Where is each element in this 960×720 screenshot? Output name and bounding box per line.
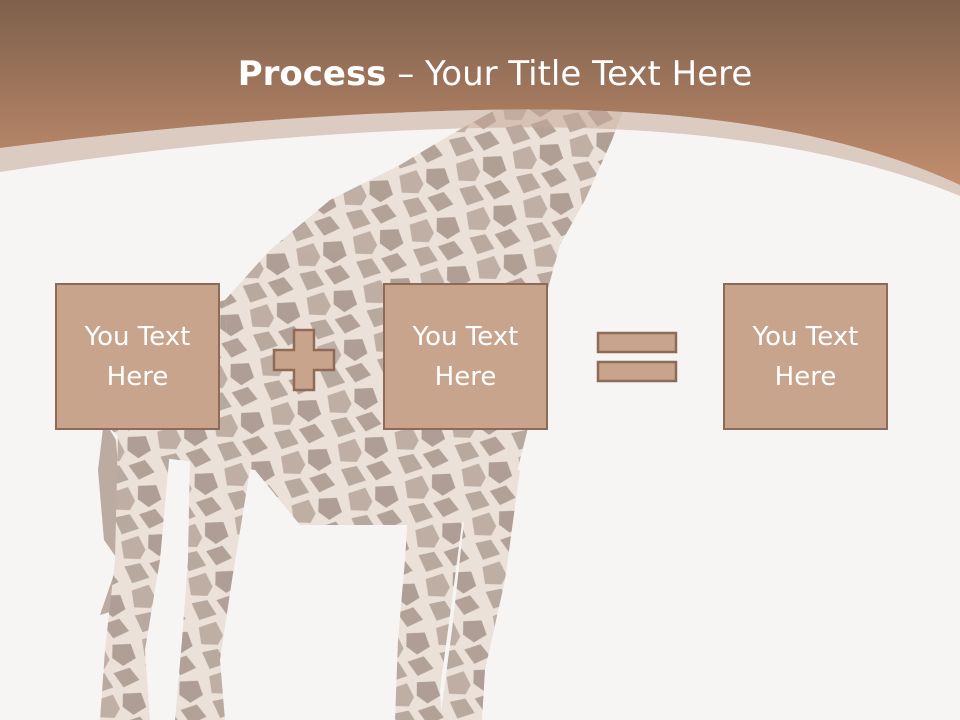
header-banner xyxy=(0,0,960,196)
process-box-3-text: You Text Here xyxy=(752,321,859,392)
process-box-3[interactable]: You Text Here xyxy=(723,283,888,430)
process-box-2-text: You Text Here xyxy=(412,321,519,392)
slide-title: Process – Your Title Text Here xyxy=(0,52,960,96)
process-box-1-text: You Text Here xyxy=(84,321,191,392)
equals-icon xyxy=(596,331,678,383)
process-box-1[interactable]: You Text Here xyxy=(55,283,220,430)
title-bold-text: Process xyxy=(237,54,387,94)
title-rest-text: – Your Title Text Here xyxy=(386,54,753,94)
process-box-2[interactable]: You Text Here xyxy=(383,283,548,430)
plus-icon xyxy=(272,328,336,392)
